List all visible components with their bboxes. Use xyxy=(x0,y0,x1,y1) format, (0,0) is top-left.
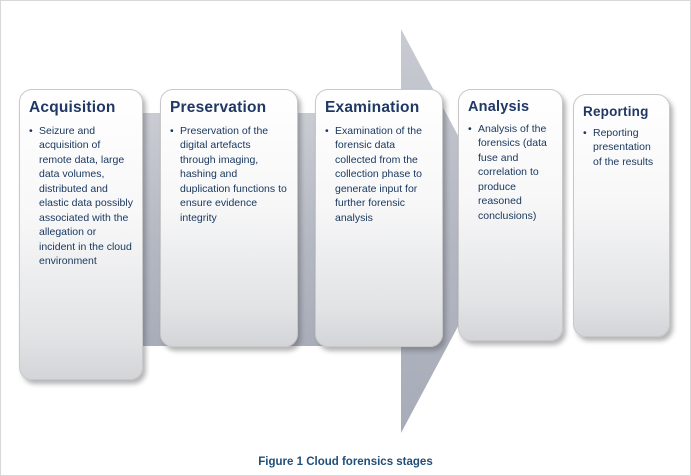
stage-bullet: • Preservation of the digital artefacts … xyxy=(170,124,289,225)
stage-card-reporting: Reporting • Reporting presentation of th… xyxy=(573,94,670,337)
stage-bullet-text: Analysis of the forensics (data fuse and… xyxy=(478,123,547,222)
stage-card-preservation: Preservation • Preservation of the digit… xyxy=(160,89,298,347)
stage-bullet: • Seizure and acquisition of remote data… xyxy=(29,124,134,269)
stage-title: Acquisition xyxy=(29,99,116,116)
bullet-icon: • xyxy=(170,125,174,137)
stage-title: Analysis xyxy=(468,99,530,115)
stage-title: Examination xyxy=(325,99,420,116)
bullet-icon: • xyxy=(325,125,329,137)
stage-bullet-text: Preservation of the digital artefacts th… xyxy=(180,125,287,224)
stage-bullet: • Examination of the forensic data colle… xyxy=(325,124,434,225)
stage-card-analysis: Analysis • Analysis of the forensics (da… xyxy=(458,89,563,341)
stage-card-examination: Examination • Examination of the forensi… xyxy=(315,89,443,347)
stage-title: Reporting xyxy=(583,104,649,119)
stage-title: Preservation xyxy=(170,99,267,116)
stage-bullet-text: Examination of the forensic data collect… xyxy=(335,125,422,224)
bullet-icon: • xyxy=(29,125,33,137)
stage-bullet-text: Reporting presentation of the results xyxy=(593,127,654,168)
figure-caption: Figure 1 Cloud forensics stages xyxy=(258,456,433,468)
bullet-icon: • xyxy=(583,127,587,139)
stage-bullet-text: Seizure and acquisition of remote data, … xyxy=(39,125,133,268)
stage-bullet: • Analysis of the forensics (data fuse a… xyxy=(468,122,554,223)
stage-card-acquisition: Acquisition • Seizure and acquisition of… xyxy=(19,89,143,380)
bullet-icon: • xyxy=(468,123,472,135)
stage-bullet: • Reporting presentation of the results xyxy=(583,126,661,169)
